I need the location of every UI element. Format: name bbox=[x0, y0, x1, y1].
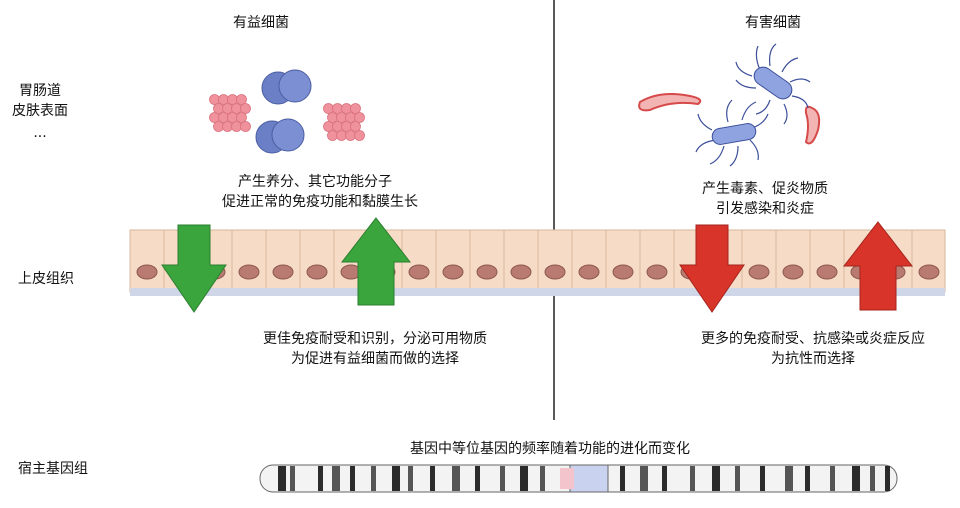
epithelium-layer bbox=[129, 229, 946, 296]
chromosome-band bbox=[690, 466, 695, 491]
red-rod-bacterium-1 bbox=[638, 93, 702, 112]
cell-nucleus bbox=[544, 264, 566, 280]
chromosome-band bbox=[620, 466, 625, 491]
chromosome-band bbox=[870, 466, 875, 491]
cell-nucleus bbox=[408, 264, 430, 280]
cell-nucleus bbox=[782, 264, 804, 280]
cell-nucleus bbox=[578, 264, 600, 280]
label-host-genome: 宿主基因组 bbox=[18, 461, 88, 477]
chromosome-band bbox=[712, 466, 720, 491]
chromosome-band bbox=[290, 466, 295, 491]
chromosome-band bbox=[475, 466, 480, 491]
chromosome-band bbox=[452, 466, 460, 491]
chromosome-band bbox=[852, 466, 860, 491]
chromosome-band bbox=[830, 466, 835, 491]
cell-nucleus bbox=[136, 264, 158, 280]
green-arrow-down bbox=[161, 224, 227, 313]
beneficial-effect-line2: 促进正常的免疫功能和黏膜生长 bbox=[222, 194, 418, 210]
green-arrow-up bbox=[340, 217, 412, 306]
beneficial-host-line1: 更佳免疫耐受和识别，分泌可用物质 bbox=[263, 331, 487, 347]
chromosome-band bbox=[520, 466, 528, 491]
chromosome-band bbox=[785, 466, 793, 491]
cell-nucleus bbox=[510, 264, 532, 280]
beneficial-effect-line1: 产生养分、其它功能分子 bbox=[238, 174, 392, 190]
cell-nucleus bbox=[748, 264, 770, 280]
beneficial-title: 有益细菌 bbox=[233, 15, 289, 31]
harmful-bacteria-illustration bbox=[638, 43, 821, 167]
beneficial-bacteria-illustration bbox=[209, 69, 365, 154]
harmful-title: 有害细菌 bbox=[745, 15, 801, 31]
genome-caption: 基因中等位基因的频率随着功能的进化而变化 bbox=[410, 441, 690, 457]
harmful-effect-line2: 引发感染和炎症 bbox=[716, 201, 814, 217]
cell-nucleus bbox=[918, 264, 940, 280]
blue-diplococcus-bottom bbox=[255, 118, 305, 154]
cell-nucleus bbox=[476, 264, 498, 280]
chromosome-band bbox=[392, 466, 400, 491]
chromosome-band bbox=[408, 466, 413, 491]
chromosome-band bbox=[430, 466, 435, 491]
cell-nucleus bbox=[646, 264, 668, 280]
chromosome-band bbox=[350, 466, 355, 491]
beneficial-host-line2: 为促进有益细菌而做的选择 bbox=[291, 351, 459, 367]
harmful-effect-line1: 产生毒素、促炎物质 bbox=[702, 181, 828, 197]
harmful-host-line2: 为抗性而选择 bbox=[771, 351, 855, 367]
chromosome-band bbox=[640, 466, 648, 491]
chromosome-band bbox=[760, 466, 765, 491]
red-arrow-up bbox=[842, 221, 914, 311]
chromosome-band bbox=[500, 466, 505, 491]
chromosome bbox=[259, 464, 898, 493]
chromosome-band bbox=[318, 466, 323, 491]
chromosome-band bbox=[332, 466, 340, 491]
red-arrow-down bbox=[679, 224, 745, 313]
chromosome-band bbox=[371, 466, 376, 491]
pink-cluster-left bbox=[209, 94, 251, 132]
label-gut: 胃肠道 bbox=[19, 83, 61, 99]
cell-nucleus bbox=[272, 264, 294, 280]
label-skin: 皮肤表面 bbox=[12, 103, 68, 119]
chromosome-band bbox=[662, 466, 667, 491]
red-rod-bacterium-2 bbox=[804, 105, 821, 145]
cell-nucleus bbox=[306, 264, 328, 280]
chromosome-band bbox=[885, 466, 890, 491]
blue-diplococcus-top bbox=[261, 69, 312, 105]
blue-flagellated-bacterium-2 bbox=[695, 99, 769, 167]
cell-nucleus bbox=[442, 264, 464, 280]
harmful-host-line1: 更多的免疫耐受、抗感染或炎症反应 bbox=[701, 331, 925, 347]
label-epithelium: 上皮组织 bbox=[18, 271, 74, 287]
cell-nucleus bbox=[612, 264, 634, 280]
blue-flagellated-bacterium-1 bbox=[735, 43, 811, 125]
cell-nucleus bbox=[238, 264, 260, 280]
pink-cluster-right bbox=[323, 103, 365, 141]
chromosome-band bbox=[805, 466, 810, 491]
cell-nucleus bbox=[816, 264, 838, 280]
chromosome-band bbox=[278, 466, 286, 491]
chromosome-band bbox=[540, 466, 545, 491]
label-ellipsis: ... bbox=[33, 125, 47, 141]
chromosome-band bbox=[735, 466, 740, 491]
